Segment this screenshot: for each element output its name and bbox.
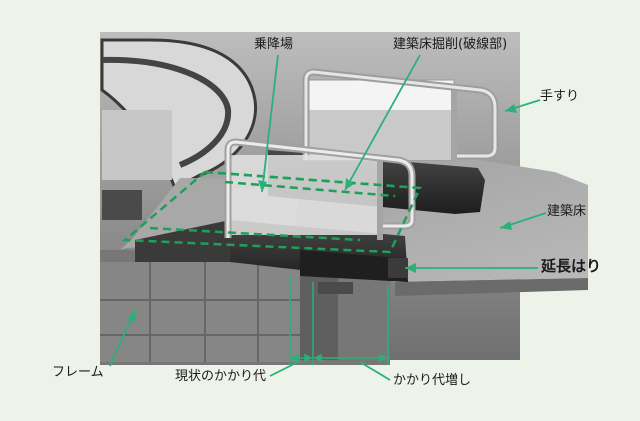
label-floor-excavation: 建築床掘削(破線部) [393, 37, 508, 52]
label-landing: 乗降場 [254, 37, 294, 52]
label-extended-beam: 延長はり [541, 257, 602, 275]
extended-beam [300, 250, 408, 282]
balustrade [100, 38, 258, 220]
leader-arrowheads [127, 104, 517, 322]
front-handrail [224, 138, 416, 240]
overhang-dimension [289, 275, 389, 365]
label-overhang-increase: かかり代増し [393, 373, 472, 388]
label-frame: フレーム [52, 365, 104, 380]
label-building-floor: 建築床 [547, 204, 587, 219]
label-handrail: 手すり [540, 89, 580, 104]
label-current-overhang: 現状のかかり代 [175, 369, 267, 384]
